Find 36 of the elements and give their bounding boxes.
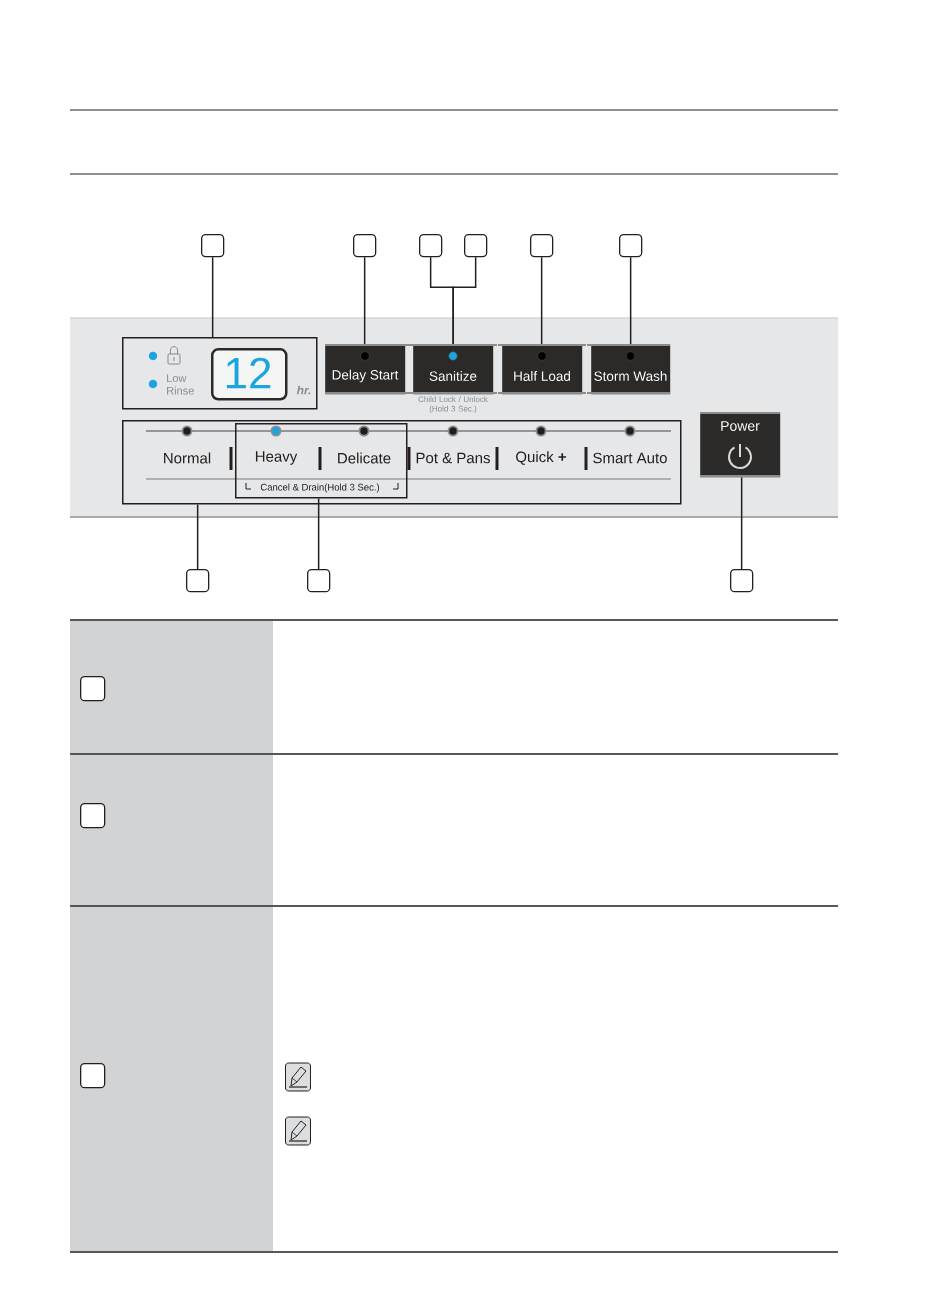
- callout-box: [80, 676, 106, 702]
- leader-line: [740, 476, 743, 570]
- leader-line: [363, 256, 366, 345]
- leader-line: [196, 503, 199, 570]
- callout-box: [530, 234, 554, 258]
- unit-label: hr.: [296, 385, 311, 395]
- leader-line: [429, 256, 477, 345]
- cycle-label: Normal: [164, 452, 211, 464]
- push-button: Storm Wash: [586, 344, 671, 395]
- callout-box: [419, 234, 443, 258]
- cycle-label: Delicate: [338, 452, 391, 464]
- cycle-label: Quick +: [516, 451, 567, 465]
- indicator-label: Low Rinse: [167, 374, 194, 395]
- push-button: Half Load: [497, 344, 587, 395]
- leader-line: [317, 497, 320, 570]
- callout-box: [80, 1063, 106, 1089]
- callout-box: [186, 569, 210, 593]
- callout-box: [307, 569, 331, 593]
- push-button: Sanitize: [408, 344, 498, 395]
- callout-box: [201, 234, 225, 258]
- callout-box: [464, 234, 488, 258]
- callout-box: [730, 569, 754, 593]
- leader-line: [540, 256, 543, 345]
- hint-text: Cancel & Drain(Hold 3 Sec.): [260, 483, 380, 493]
- cycle-label: Heavy: [255, 451, 298, 465]
- callout-box: [619, 234, 643, 258]
- callout-box: [353, 234, 377, 258]
- digit-display: 12: [211, 348, 288, 401]
- leader-line: [211, 256, 214, 338]
- cycle-label: Smart Auto: [593, 452, 667, 464]
- leader-line: [629, 256, 632, 345]
- cycle-label: Pot & Pans: [416, 452, 490, 464]
- power-button: Power: [699, 412, 781, 478]
- callout-box: [80, 803, 106, 829]
- hint-text: Child Lock / Unlock (Hold 3 Sec.): [418, 396, 488, 414]
- push-button: Delay Start: [324, 344, 410, 395]
